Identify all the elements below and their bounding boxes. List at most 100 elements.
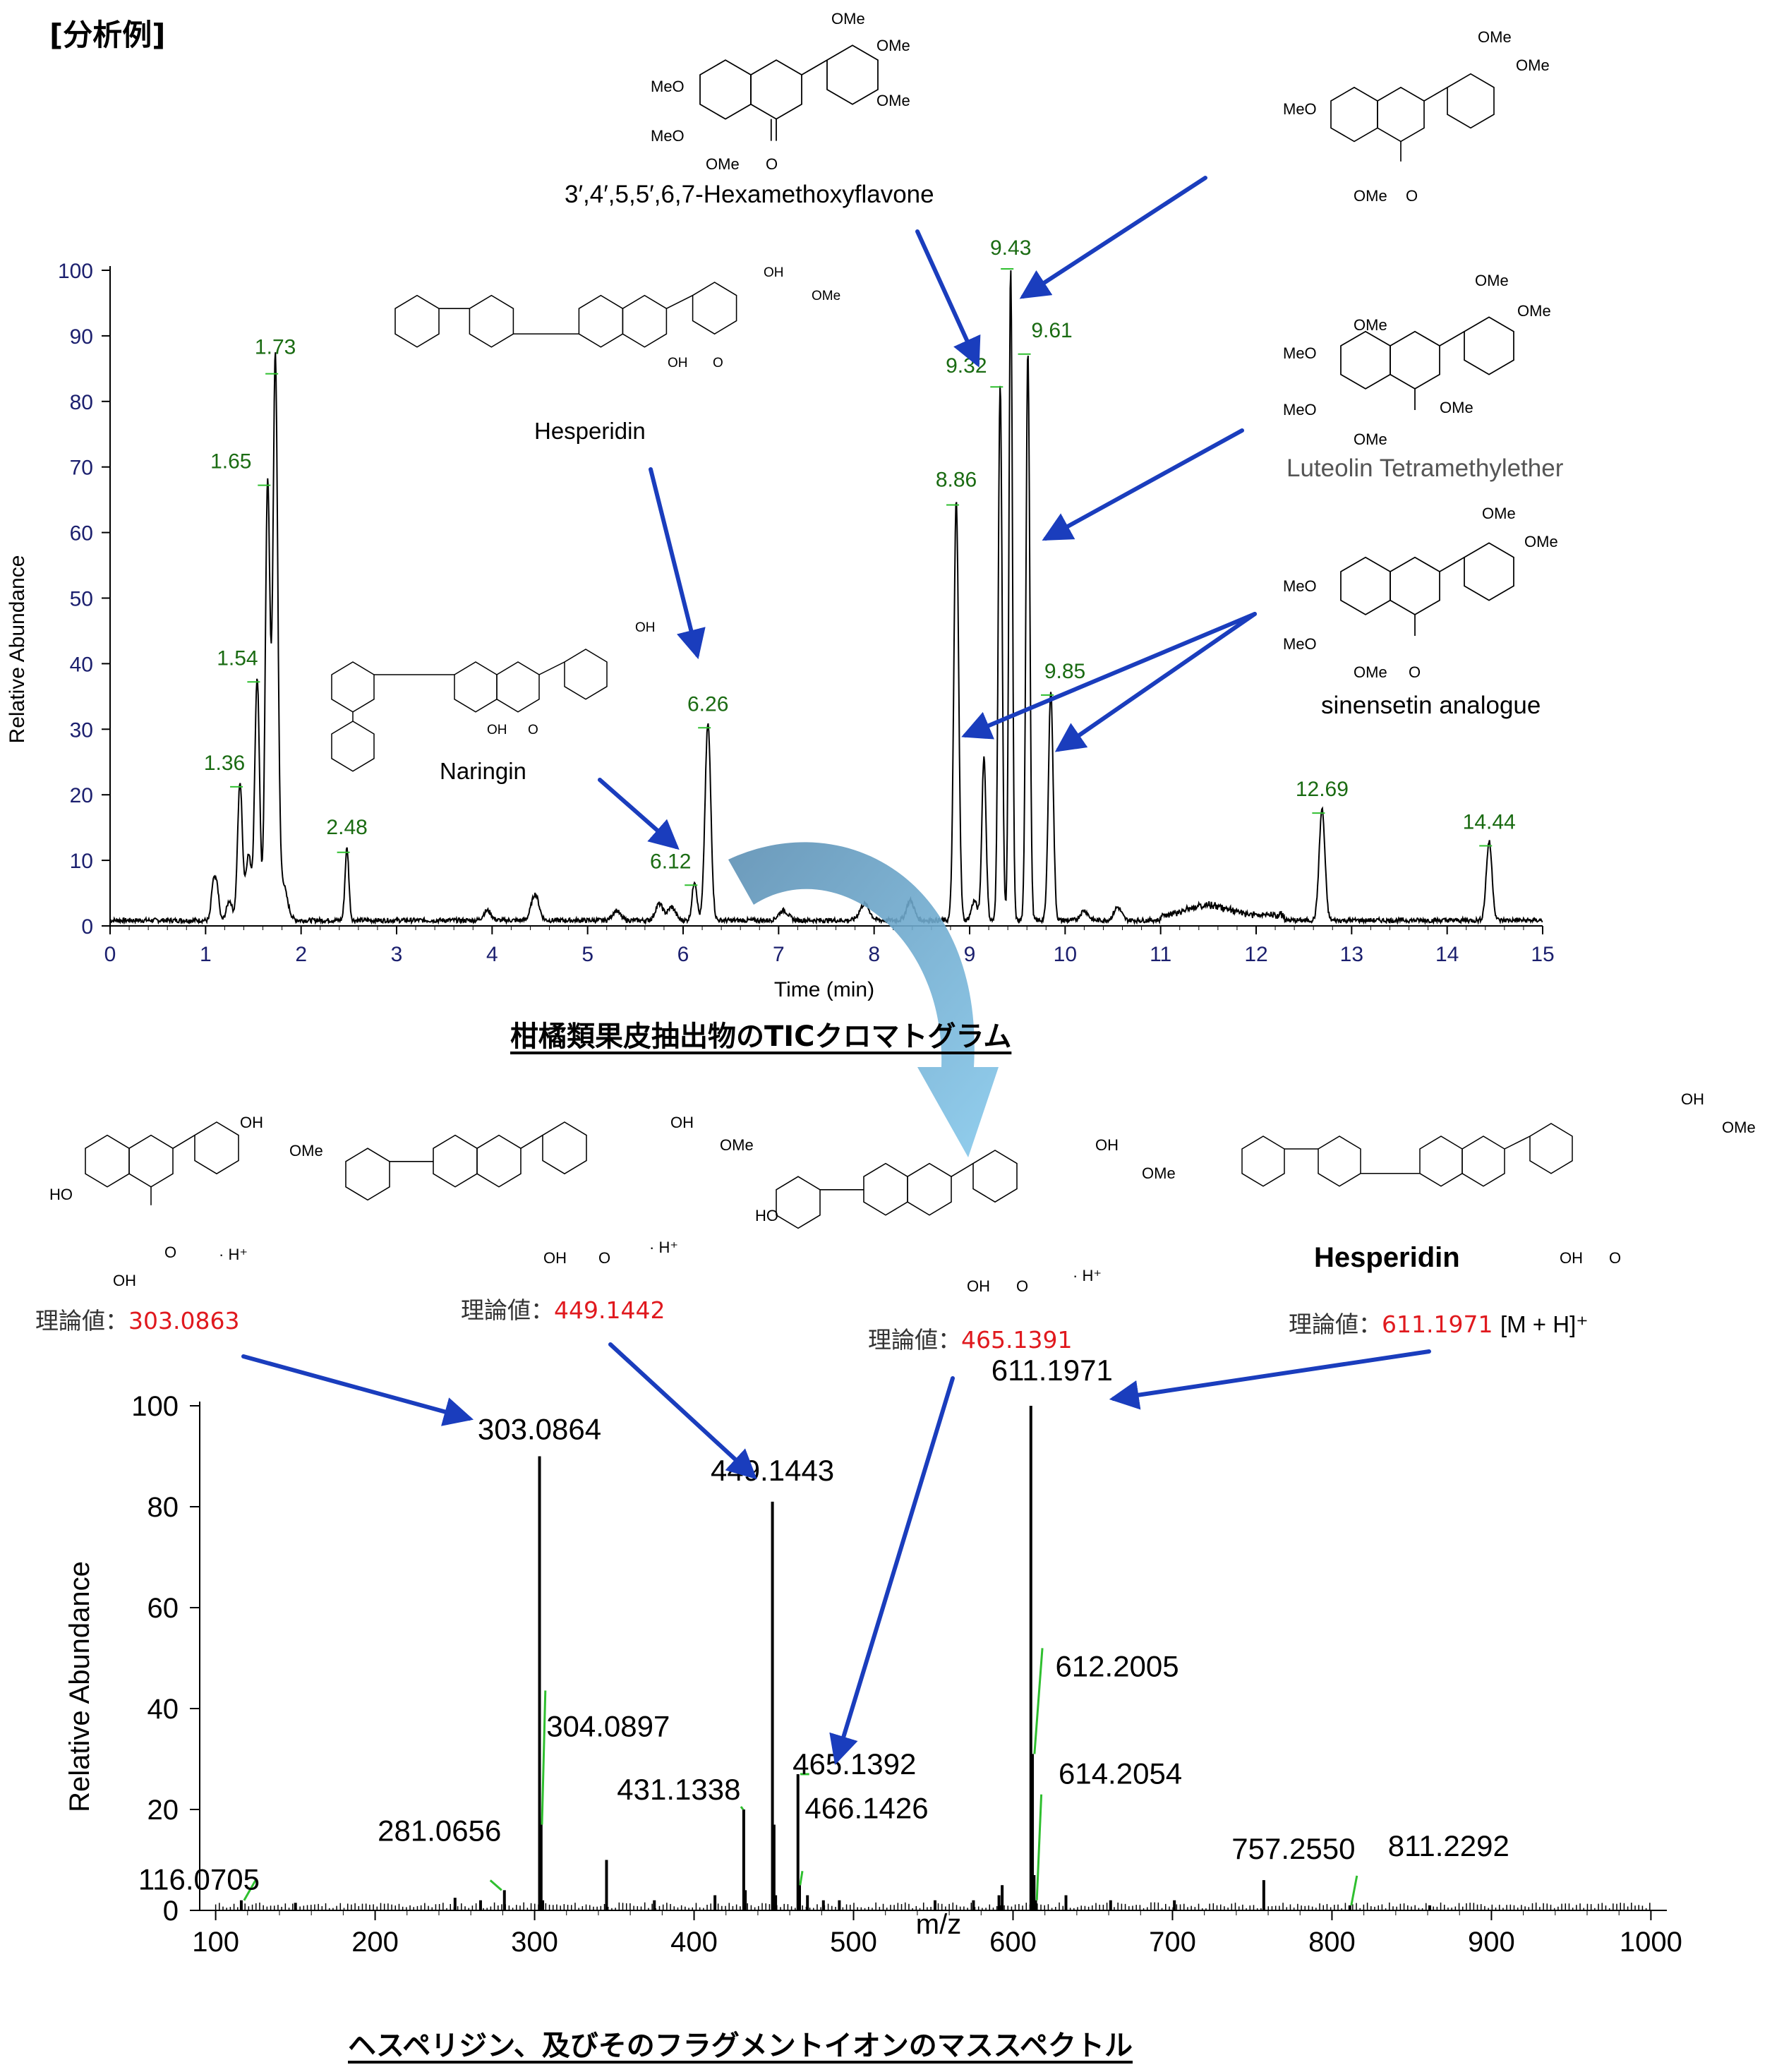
arrow-sinensetin-a [961,612,1257,740]
lute-meo-1: MeO [1283,344,1317,362]
ms-x-tick-label: 700 [1149,1927,1196,1958]
hb-ome: OMe [1722,1119,1756,1136]
f449-ome: OMe [720,1136,754,1154]
theoretical-611: 理論値：611.1971 [M + H]⁺ [1289,1306,1589,1339]
ms-x-tick-label: 1000 [1620,1927,1682,1958]
ms-peak-label: 614.2054 [1059,1757,1182,1790]
hesp-oh-2: OH [668,356,688,371]
tic-peak-label: 9.43 [990,236,1031,260]
ms-peak-label: 303.0864 [478,1413,601,1446]
page-label: [分析例] [49,18,166,52]
ms-label-leader [1033,1648,1044,1754]
ms-label-leader [799,1871,804,1886]
tic-x-tick-label: 7 [773,943,785,966]
arrow-frag-611 [1109,1349,1431,1410]
tetra-ome-3: OMe [1354,187,1387,205]
hexa-ome-2: OMe [876,37,910,54]
tic-peak-label: 9.85 [1044,660,1085,683]
lute-ome-1: OMe [1475,272,1509,289]
arrow-frag-465 [829,1376,955,1766]
structure-hesperidin-bottom [1241,1123,1573,1187]
ms-peak-label: 431.1338 [617,1773,740,1806]
tic-peak-label: 2.48 [326,816,367,839]
tic-peak-label: 8.86 [936,468,977,491]
ms-x-tick-label: 800 [1308,1927,1356,1958]
f465-hplus: · H⁺ [1073,1267,1102,1284]
ms-y-tick-label: 40 [147,1694,179,1725]
hexa-ome-3: OMe [876,92,910,109]
curved-transition-arrow [728,842,999,1157]
ms-y-tick-label: 100 [131,1391,179,1422]
tic-peak-label: 6.26 [687,692,728,716]
ms-peak-label: 304.0897 [546,1709,670,1742]
tic-peak-labels: 1.361.541.651.732.486.126.268.869.329.43… [204,236,1516,886]
tic-x-tick-label: 11 [1150,943,1171,966]
lute-ome-5: OMe [1354,430,1387,448]
tic-x-tick-label: 12 [1244,943,1267,966]
ms-bars [215,1406,1651,1910]
tic-y-tick-label: 10 [70,850,93,873]
tic-peak-label: 1.54 [217,646,258,670]
compound-hesperidin-label: Hesperidin [534,418,646,444]
theoretical-303: 理論値：303.0863 [35,1302,239,1336]
f449-hplus: · H⁺ [649,1239,678,1256]
ms-peak-label: 757.2550 [1231,1832,1355,1865]
hb-oh-1: OH [1681,1090,1704,1108]
f303-ome: OMe [289,1142,323,1160]
lute-ome-2: OMe [1517,302,1551,320]
structures [85,44,1573,1229]
ms-x-tick-label: 500 [830,1927,877,1958]
tic-y-tick-label: 80 [70,391,93,414]
tic-peak-label: 12.69 [1296,778,1349,801]
tic-x-tick-label: 5 [581,943,593,966]
tetra-o: O [1406,187,1418,205]
ms-label-leader [1035,1794,1043,1901]
tic-y-tick-label: 100 [58,260,93,283]
hb-o: O [1609,1249,1621,1267]
tic-peak-label: 9.61 [1031,319,1072,342]
nar-o: O [528,723,538,737]
annotation-arrows [241,176,1431,1766]
theoretical-value: 465.1391 [961,1326,1073,1354]
tetra-ome-1: OMe [1478,28,1512,46]
sin-ome-3: OMe [1354,663,1387,681]
tic-y-tick-label: 20 [70,784,93,807]
arrow-hexamethoxy [915,229,981,368]
caption-ms: ヘスペリジン、及びそのフラグメントイオンのマススペクトル [348,2030,1133,2062]
structure-fragment-303 [85,1121,239,1205]
ms-peak-label: 466.1426 [804,1791,928,1824]
hb-oh-2: OH [1560,1249,1583,1267]
hexa-o: O [766,155,778,173]
theoretical-449: 理論値：449.1442 [461,1291,665,1325]
f465-oh-1: OH [1095,1136,1119,1154]
arrow-to-943 [1019,176,1207,299]
structure-sinensetin-analogue [1340,542,1514,636]
hexa-ome-4: OMe [706,155,740,173]
hesp-ome: OMe [812,289,840,303]
ms-peak-label: 611.1971 [992,1354,1113,1387]
ms-label-leader [541,1690,547,1825]
tic-peak-label: 1.65 [210,450,251,474]
lute-ome-3: OMe [1354,316,1387,334]
f465-ome: OMe [1142,1164,1176,1182]
ms-x-tick-label: 200 [351,1927,399,1958]
tic-y-tick-label: 70 [70,457,93,480]
theoretical-465: 理論値：465.1391 [868,1321,1072,1355]
tic-y-tick-label: 30 [70,718,93,742]
tetra-ome-2: OMe [1516,56,1550,74]
compound-hesperidin-bold-label: Hesperidin [1314,1242,1460,1273]
tic-x-tick-label: 6 [677,943,689,966]
structure-fragment-449 [345,1121,587,1201]
tic-x-axis-title: Time (min) [774,978,874,1001]
ms-peak-label: 465.1392 [792,1747,916,1781]
structure-luteolin-tetramethylether [1340,316,1514,410]
tetra-meo: MeO [1283,100,1317,118]
arrow-luteolin [1042,428,1244,541]
tic-y-tick-label: 50 [70,588,93,611]
tic-x-tick-label: 2 [295,943,307,966]
